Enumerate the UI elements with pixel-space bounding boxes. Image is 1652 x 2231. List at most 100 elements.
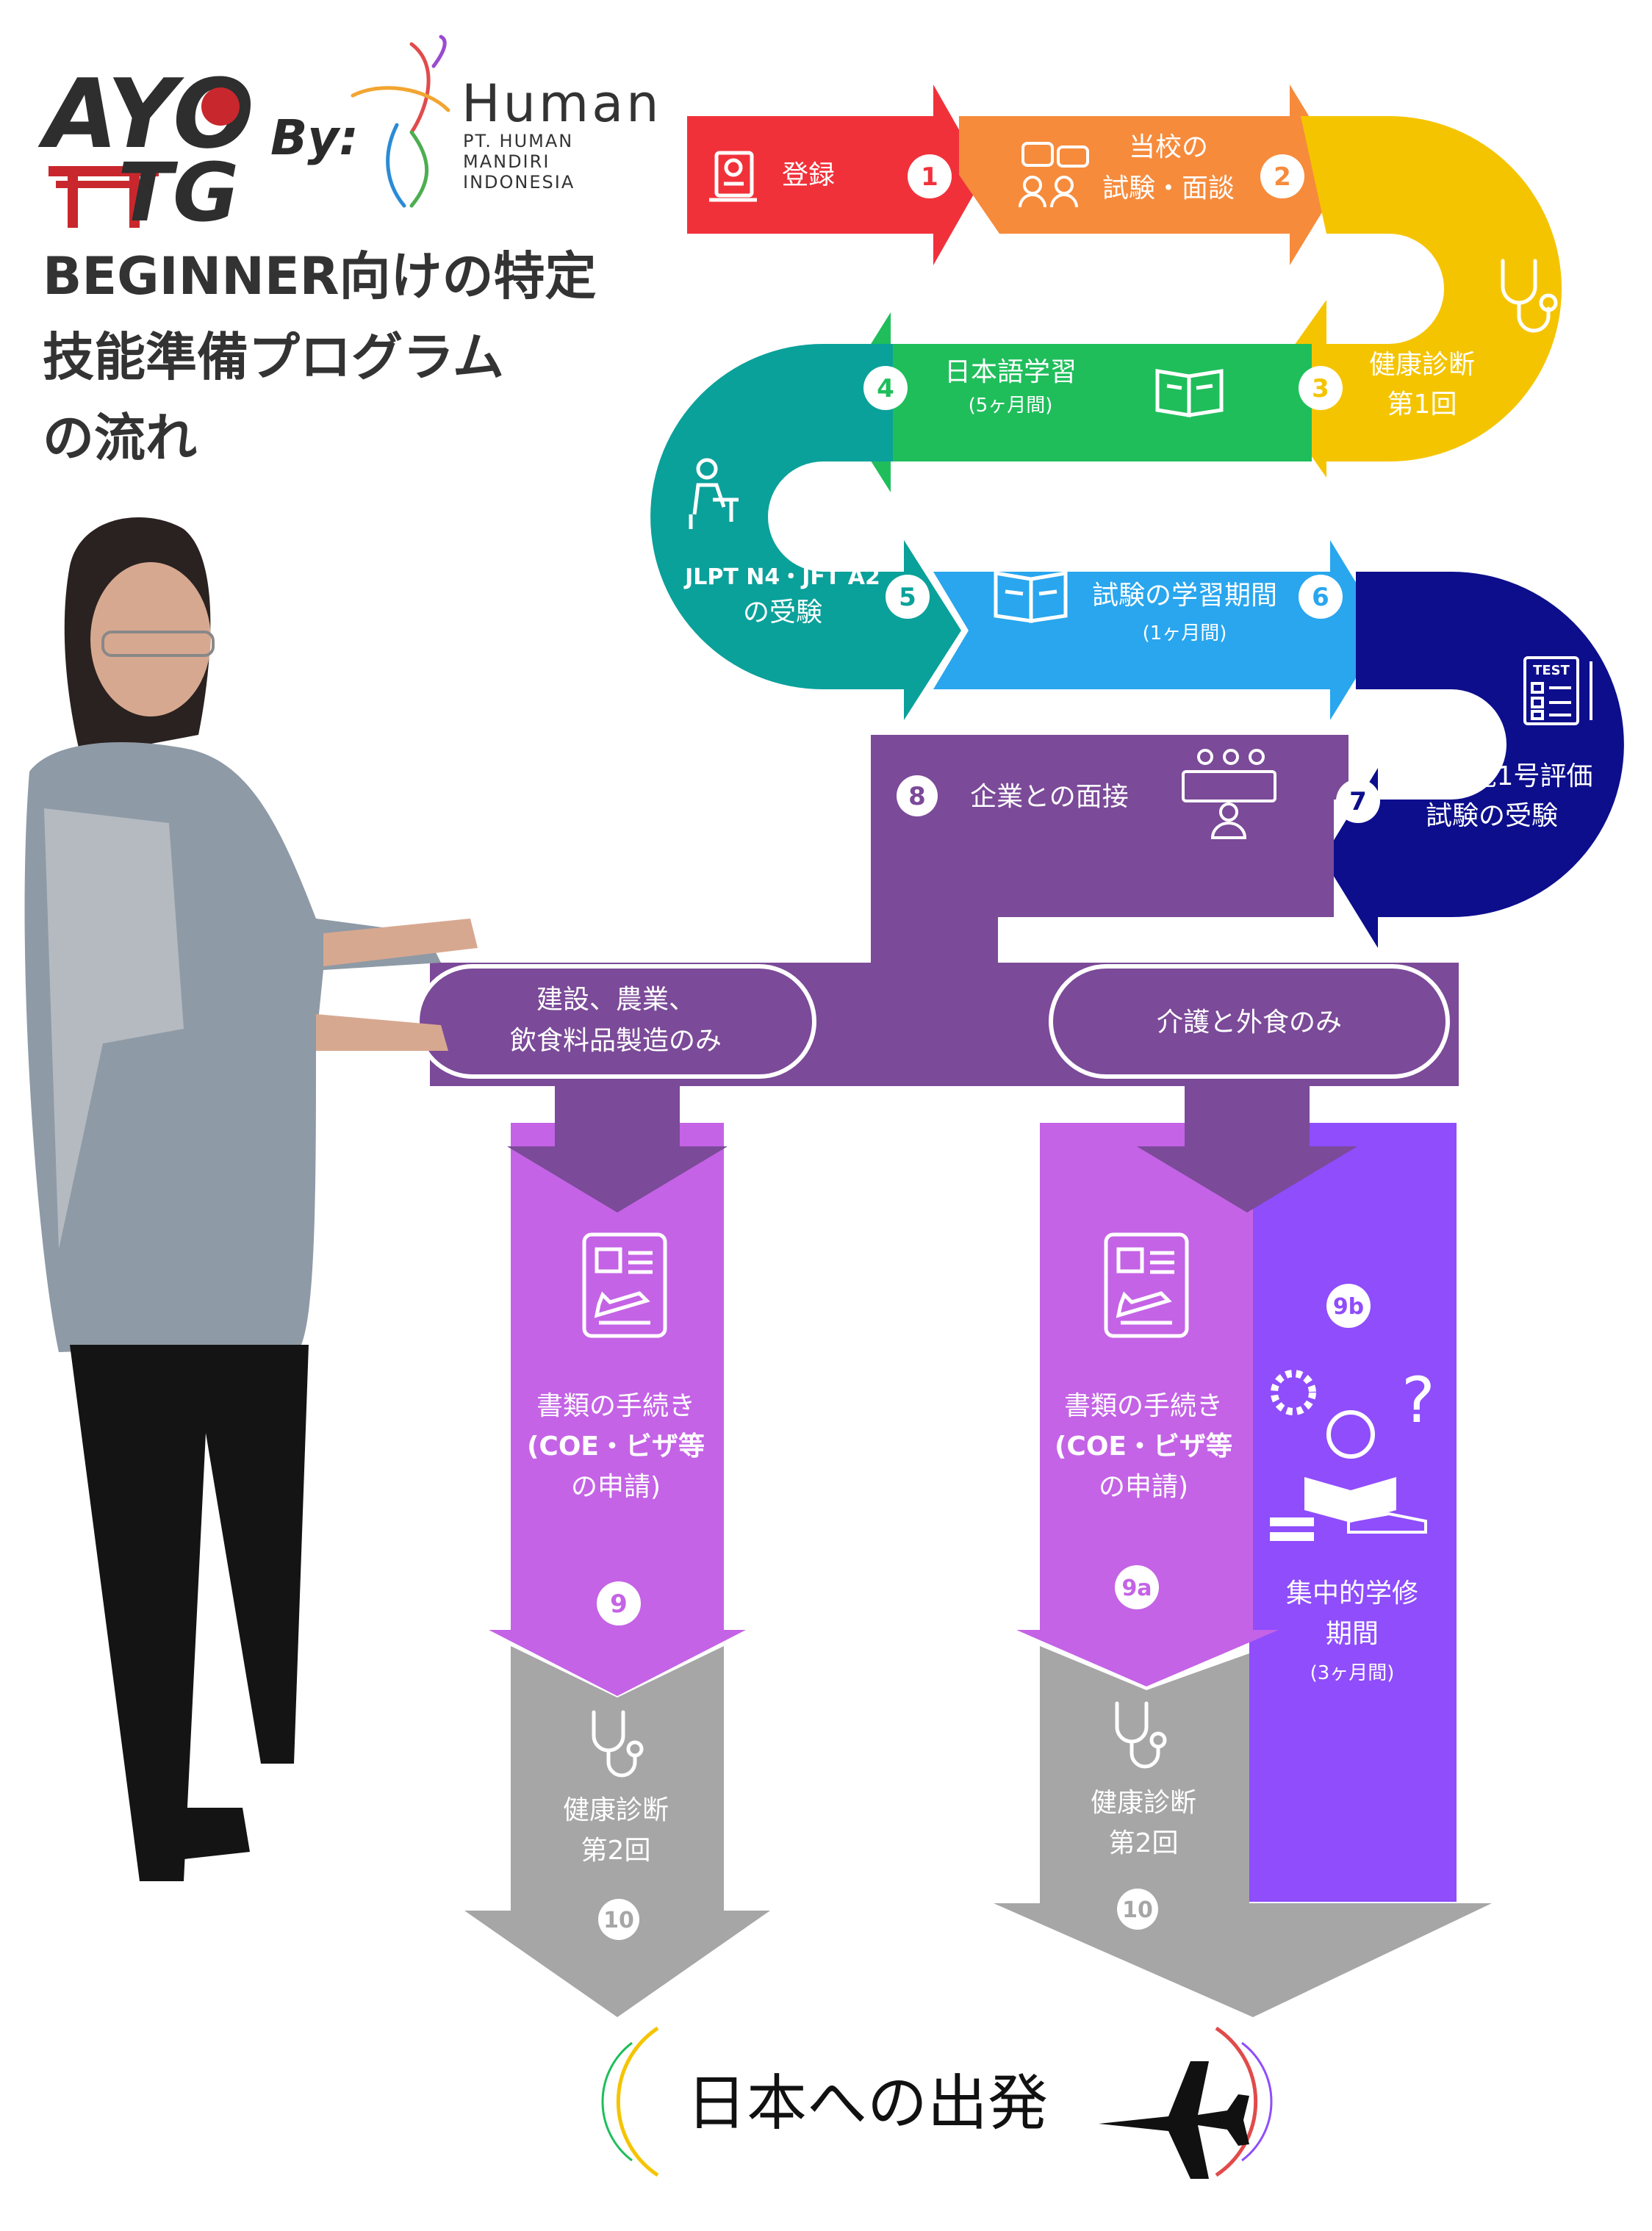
document-passport-icon — [1104, 1232, 1189, 1338]
step-7-badge — [1336, 779, 1380, 823]
branch-left-line1: 建設、農業、 — [536, 985, 695, 1015]
open-book-icon — [1155, 369, 1224, 417]
step-7-arrow — [1323, 572, 1624, 948]
right-study-line2: 期間 — [1326, 1619, 1379, 1649]
document-passport-icon — [582, 1232, 667, 1338]
left-health-arrow — [464, 1646, 770, 2017]
left-docs-number: 9 — [610, 1589, 628, 1619]
right-docs-line1: 書類の手続き — [1064, 1391, 1223, 1421]
question-mark-icon: ? — [1401, 1364, 1435, 1437]
step-8-arrow — [871, 735, 1348, 963]
step-7-label-line1: 特定技能1号評価 — [1391, 761, 1593, 791]
student-desk-icon — [689, 458, 739, 529]
branch-right-pill[interactable] — [1049, 964, 1450, 1079]
partner-line1: PT. HUMAN — [463, 131, 573, 151]
step-8-number: 8 — [908, 782, 926, 811]
step-4-badge — [863, 366, 908, 410]
step-2-badge — [1260, 154, 1304, 198]
step-5-badge — [886, 575, 930, 619]
right-down-chevron — [1137, 1086, 1357, 1212]
step-1-label: 登録 — [782, 160, 835, 190]
left-docs-line3: の申請) — [571, 1472, 661, 1502]
left-health-line1: 健康診断 — [563, 1795, 669, 1825]
stethoscope-icon — [1115, 1701, 1167, 1769]
open-book-icon — [994, 571, 1068, 623]
step-8-badge — [897, 775, 938, 816]
left-docs-badge — [597, 1581, 641, 1625]
page-title-line2: 技能準備プログラム — [43, 327, 504, 387]
human-logo-mark-icon — [351, 35, 450, 208]
registration-form-icon — [709, 151, 757, 202]
step-1-arrow — [687, 85, 985, 265]
step-3-label-line2: 第1回 — [1387, 389, 1457, 420]
step-1-badge — [908, 154, 952, 198]
interview-chat-icon — [1019, 142, 1089, 208]
page-title-line3: の流れ — [43, 408, 197, 468]
step-6-arrow — [933, 540, 1385, 720]
partner-line3: INDONESIA — [463, 172, 575, 193]
departure-label: 日本への出発 — [686, 2069, 1048, 2138]
step-6-label-line3: (1ヶ月間) — [1143, 622, 1227, 644]
left-health-number: 10 — [603, 1908, 634, 1933]
test-paper-icon: TEST — [1523, 656, 1592, 725]
step-5-label-line2: の受験 — [743, 597, 822, 628]
step-5-label-line1: JLPT N4・JFT A2 — [683, 564, 880, 590]
step-5-arrow — [650, 344, 961, 720]
right-health-badge — [1117, 1889, 1158, 1930]
partner-line2: MANDIRI — [463, 151, 550, 172]
right-health-line1: 健康診断 — [1091, 1788, 1196, 1818]
right-docs-column — [1040, 1123, 1253, 1630]
step-4-label-line1: 日本語学習 — [944, 357, 1077, 387]
step-6-badge — [1299, 575, 1343, 619]
ayotg-logo: AYO TG — [37, 58, 254, 240]
step-7-number: 7 — [1349, 787, 1367, 816]
torii-gate-icon — [49, 166, 159, 228]
step-6-label-line2: 試験の学習期間 — [1092, 581, 1277, 611]
right-health-arrow — [994, 1646, 1492, 2017]
right-docs-arrow-tip — [1016, 1630, 1279, 1686]
step-5-number: 5 — [899, 583, 916, 612]
interview-panel-icon — [1182, 749, 1276, 839]
step-3-label-line1: 健康診断 — [1369, 350, 1475, 380]
step-3-number: 3 — [1312, 374, 1329, 403]
partner-name: Human — [462, 73, 661, 134]
left-health-line2: 第2回 — [581, 1836, 651, 1866]
step-7-label-line2: 試験の受験 — [1426, 801, 1558, 831]
left-health-badge — [598, 1899, 639, 1940]
page-title-line1: BEGINNER向けの特定 — [43, 246, 597, 306]
by-label: By: — [270, 109, 359, 166]
step-1-number: 1 — [921, 162, 938, 192]
step-2-label-line1: 当校の — [1129, 132, 1208, 162]
right-study-line1: 集中的学修 — [1286, 1578, 1418, 1609]
right-docs-number: 9a — [1121, 1576, 1152, 1601]
step-2-number: 2 — [1274, 162, 1291, 192]
step-3-badge — [1299, 366, 1343, 410]
right-study-line3: (3ヶ月間) — [1310, 1662, 1395, 1684]
departure-box: 日本への出発 — [601, 2026, 1273, 2179]
airplane-icon — [1099, 2061, 1249, 2179]
step-4-label-line2: (5ヶ月間) — [969, 395, 1053, 417]
left-down-chevron — [507, 1086, 728, 1212]
right-docs-line3: の申請) — [1099, 1472, 1188, 1502]
logo-sun-icon — [201, 87, 240, 126]
branch-right-label: 介護と外食のみ — [1157, 1007, 1342, 1038]
right-health-number: 10 — [1122, 1897, 1153, 1923]
right-docs-line2: (COE・ビザ等 — [1055, 1431, 1232, 1462]
branch-left-pill[interactable] — [415, 964, 816, 1079]
left-docs-arrow-tip — [489, 1630, 746, 1696]
step-4-arrow — [834, 312, 1312, 492]
step-6-label-line1: 特定技能1号評価 — [1084, 541, 1286, 571]
right-study-number: 9b — [1333, 1294, 1364, 1320]
left-docs-line1: 書類の手続き — [536, 1391, 695, 1421]
study-reading-icon: ? — [1270, 1364, 1435, 1541]
step-4-number: 4 — [877, 374, 894, 403]
stethoscope-icon — [1501, 259, 1558, 333]
step-2-label-line2: 試験・面談 — [1102, 173, 1235, 204]
branch-left-line2: 飲食料品製造のみ — [510, 1026, 722, 1056]
step-2-arrow — [959, 85, 1345, 265]
step-8-label: 企業との面接 — [970, 782, 1129, 812]
right-study-badge — [1326, 1284, 1371, 1328]
stethoscope-icon — [592, 1710, 644, 1778]
logo-text-bottom: TG — [118, 146, 239, 240]
